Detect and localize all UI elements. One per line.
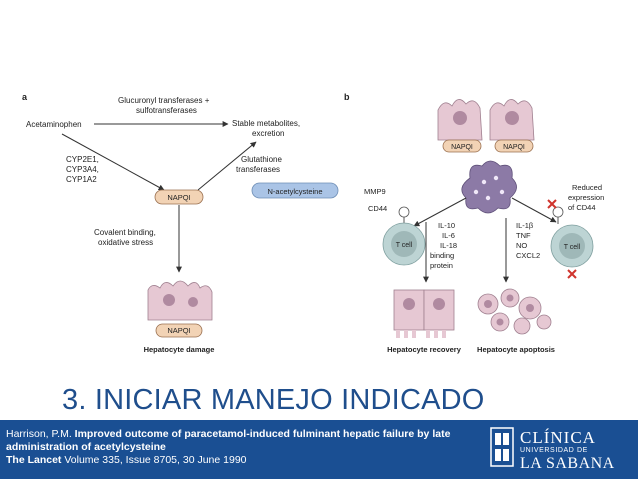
napqi-cell-label: NAPQI (167, 326, 190, 335)
x-mark-bottom (567, 269, 577, 279)
hepatocyte-top-right (489, 99, 535, 141)
cyp-2: CYP3A4, (66, 165, 99, 174)
enzymes-top-2: sulfotransferases (136, 106, 197, 115)
cd44-right-receptor (552, 206, 564, 224)
tcell-left (382, 222, 426, 266)
cytokine-protein: protein (430, 261, 453, 270)
tcell-right (550, 224, 594, 268)
recovery-hepatocytes (393, 289, 455, 338)
damaged-hepatocyte (147, 280, 213, 321)
cyp-1: CYP2E1, (66, 155, 99, 164)
napqi-right-box (494, 139, 534, 153)
arrow-napqi-stable (197, 141, 257, 191)
reduced-2: expression (568, 193, 604, 202)
cd44-label: CD44 (368, 204, 387, 213)
cyp-3: CYP1A2 (66, 175, 97, 184)
cd44-receptor (398, 206, 410, 224)
glutathione-2: transferases (236, 165, 280, 174)
hepatocyte-top-left (437, 99, 483, 141)
panel-a-label: a (22, 92, 28, 102)
citation-author: Harrison, P.M. (6, 428, 72, 440)
napqi-left-label: NAPQI (451, 144, 473, 151)
tcell-right-label: T cell (564, 244, 581, 251)
tcell-left-label: T cell (396, 242, 413, 249)
arrow-mac-left-tcell (413, 197, 467, 227)
napqi-label: NAPQI (167, 193, 190, 202)
logo-shield-icon (490, 427, 514, 467)
glutathione-1: Glutathione (241, 155, 282, 164)
cytokine-il10: IL-10 (438, 221, 455, 230)
logo-line3: LA SABANA (520, 455, 615, 472)
cytokine-no: NO (516, 241, 527, 250)
right-cytokine-list: IL-1β TNF NO CXCL2 (516, 221, 540, 260)
napqi-left-box (442, 139, 482, 153)
reduced-3: of CD44 (568, 203, 596, 212)
citation-details: Volume 335, Issue 8705, 30 June 1990 (64, 454, 247, 466)
citation-journal: The Lancet (6, 454, 62, 466)
figure-diagram: a Glucuronyl transferases + sulfotransfe… (22, 92, 604, 354)
nac-label: N-acetylcysteine (267, 187, 322, 196)
mmp9-label: MMP9 (364, 187, 386, 196)
covalent-2: oxidative stress (98, 238, 153, 247)
stable-metabolites-2: excretion (252, 129, 284, 138)
nac-box (251, 182, 339, 199)
macrophage-cell (461, 160, 517, 214)
stable-metabolites-1: Stable metabolites, (232, 119, 300, 128)
apoptosis-label: Hepatocyte apoptosis (477, 345, 555, 354)
reduced-1: Reduced (572, 183, 602, 192)
arrow-mac-right-tcell (511, 197, 557, 223)
cytokine-il6: IL-6 (442, 231, 455, 240)
x-mark-top (547, 199, 557, 209)
cytokine-il1b: IL-1β (516, 221, 534, 230)
cytokine-tnf: TNF (516, 231, 531, 240)
citation-title: Improved outcome of paracetamol-induced … (6, 428, 451, 453)
cytokine-cxcl2: CXCL2 (516, 251, 540, 260)
university-logo: CLÍNICA UNIVERSIDAD DE LA SABANA (490, 424, 635, 474)
arrow-acetaminophen-napqi (61, 133, 165, 191)
recovery-label: Hepatocyte recovery (387, 345, 462, 354)
acetaminophen-label: Acetaminophen (26, 120, 82, 129)
napqi-cell-box (155, 323, 203, 338)
cytokine-il18: IL-18 (440, 241, 457, 250)
napqi-box (154, 189, 204, 205)
slide-title: 3. INICIAR MANEJO INDICADO (62, 384, 485, 416)
left-cytokine-list: IL-10 IL-6 IL-18 binding protein (430, 221, 457, 270)
covalent-1: Covalent binding, (94, 228, 156, 237)
panel-b-label: b (344, 92, 350, 102)
hepatocyte-damage-label: Hepatocyte damage (144, 345, 215, 354)
footer-bar: Harrison, P.M. Improved outcome of parac… (0, 420, 638, 479)
cytokine-binding: binding (430, 251, 454, 260)
logo-line2: UNIVERSIDAD DE (520, 447, 588, 454)
citation: Harrison, P.M. Improved outcome of parac… (6, 428, 476, 467)
enzymes-top-1: Glucuronyl transferases + (118, 96, 210, 105)
napqi-right-label: NAPQI (503, 144, 525, 151)
logo-line1: CLÍNICA (520, 428, 596, 447)
apoptotic-hepatocytes (477, 288, 552, 335)
